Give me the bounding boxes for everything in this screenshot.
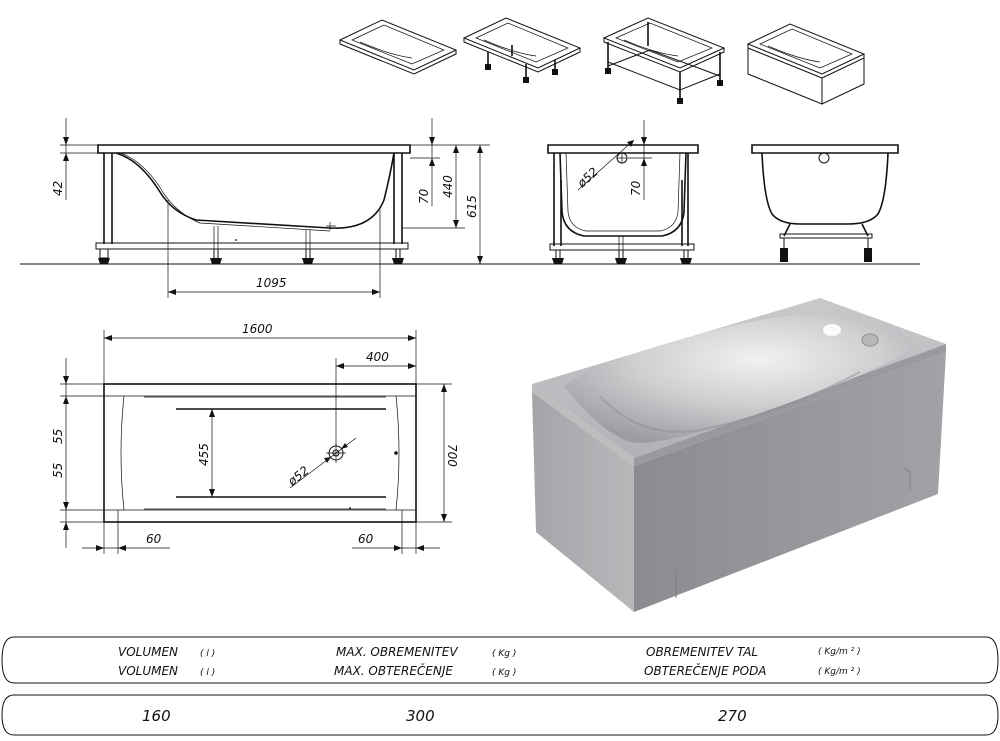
dim-length-label: 1600 [242, 322, 273, 336]
dim-length: 1600 [103, 322, 417, 384]
dim-inner-width: 455 [197, 409, 215, 497]
install-variant-legs [462, 17, 582, 83]
dim-width: 700 [416, 383, 459, 523]
spec-maxload-unit-1: ( Kg ) [492, 649, 516, 659]
spec-maxload-label-1: MAX. OBREMENITEV [336, 645, 458, 659]
bathtub-3d-render [532, 298, 946, 612]
dim-inner-length: 1095 [167, 200, 381, 298]
bathtub-basin [564, 314, 918, 444]
spec-floorload-label-1: OBREMENITEV TAL [646, 645, 758, 659]
dim-drain-offset: 400 [335, 350, 416, 446]
spec-maxload-unit-2: ( Kg ) [492, 668, 516, 678]
spec-volume-label-2: VOLUMEN [118, 664, 178, 678]
spec-floorload-unit-1: ( Kg/m ² ) [818, 647, 861, 657]
install-variant-frame [602, 17, 726, 104]
dim-depth-label: 440 [441, 175, 455, 198]
side-elevation [95, 144, 411, 264]
spec-volume-label-1: VOLUMEN [118, 645, 178, 659]
dim-inner-length-label: 1095 [256, 276, 287, 290]
dim-rim-end-right-label: 60 [358, 532, 374, 546]
dim-rim-ends: 60 60 [82, 510, 440, 554]
specs-table: VOLUMEN ( l ) VOLUMEN ( l ) MAX. OBREMEN… [1, 636, 999, 736]
spec-volume-unit-2: ( l ) [200, 668, 215, 678]
dim-drain-plan: ø52 [284, 437, 357, 489]
spec-floorload-label-2: OBTEREČENJE PODA [644, 663, 767, 678]
spec-maxload-value: 300 [406, 707, 435, 725]
spec-floorload-value: 270 [718, 707, 747, 725]
dim-rim-side-bottom-label: 55 [51, 463, 65, 478]
dim-width-label: 700 [445, 444, 459, 467]
specs-value-row [1, 694, 999, 736]
dim-rim-side-top-label: 55 [51, 429, 65, 444]
dim-rim-height-label: 42 [51, 181, 65, 196]
spec-floorload-unit-2: ( Kg/m ² ) [818, 667, 861, 677]
dim-inner-width-label: 455 [197, 443, 211, 466]
dim-drain-end-label: ø52 [574, 165, 601, 191]
spec-maxload-label-2: MAX. OBTEREČENJE [334, 663, 453, 678]
specs-header-row [1, 636, 999, 684]
dim-height-stack: 70 440 615 [402, 118, 490, 264]
plan-view [103, 383, 417, 523]
install-variant-plain [338, 19, 458, 75]
spec-volume-unit-1: ( l ) [200, 649, 215, 659]
dim-overflow-end-label: 70 [629, 180, 643, 196]
install-variant-panel [746, 23, 866, 105]
dim-rim-end-left-label: 60 [146, 532, 162, 546]
end-elevation-frame: ø52 70 [547, 120, 699, 264]
spec-volume-value: 160 [142, 707, 171, 725]
dim-rim-height: 42 [51, 118, 98, 200]
dim-total-height-label: 615 [465, 195, 479, 218]
dim-overflow-side-label: 70 [417, 188, 431, 204]
end-elevation-legs [751, 144, 899, 262]
bathtub-long-panel [634, 352, 946, 612]
dim-rim-sides: 55 55 [51, 358, 104, 548]
dim-drain-offset-label: 400 [366, 350, 389, 364]
dim-drain-plan-label: ø52 [284, 463, 311, 489]
bathtub-front-panel [532, 392, 634, 612]
